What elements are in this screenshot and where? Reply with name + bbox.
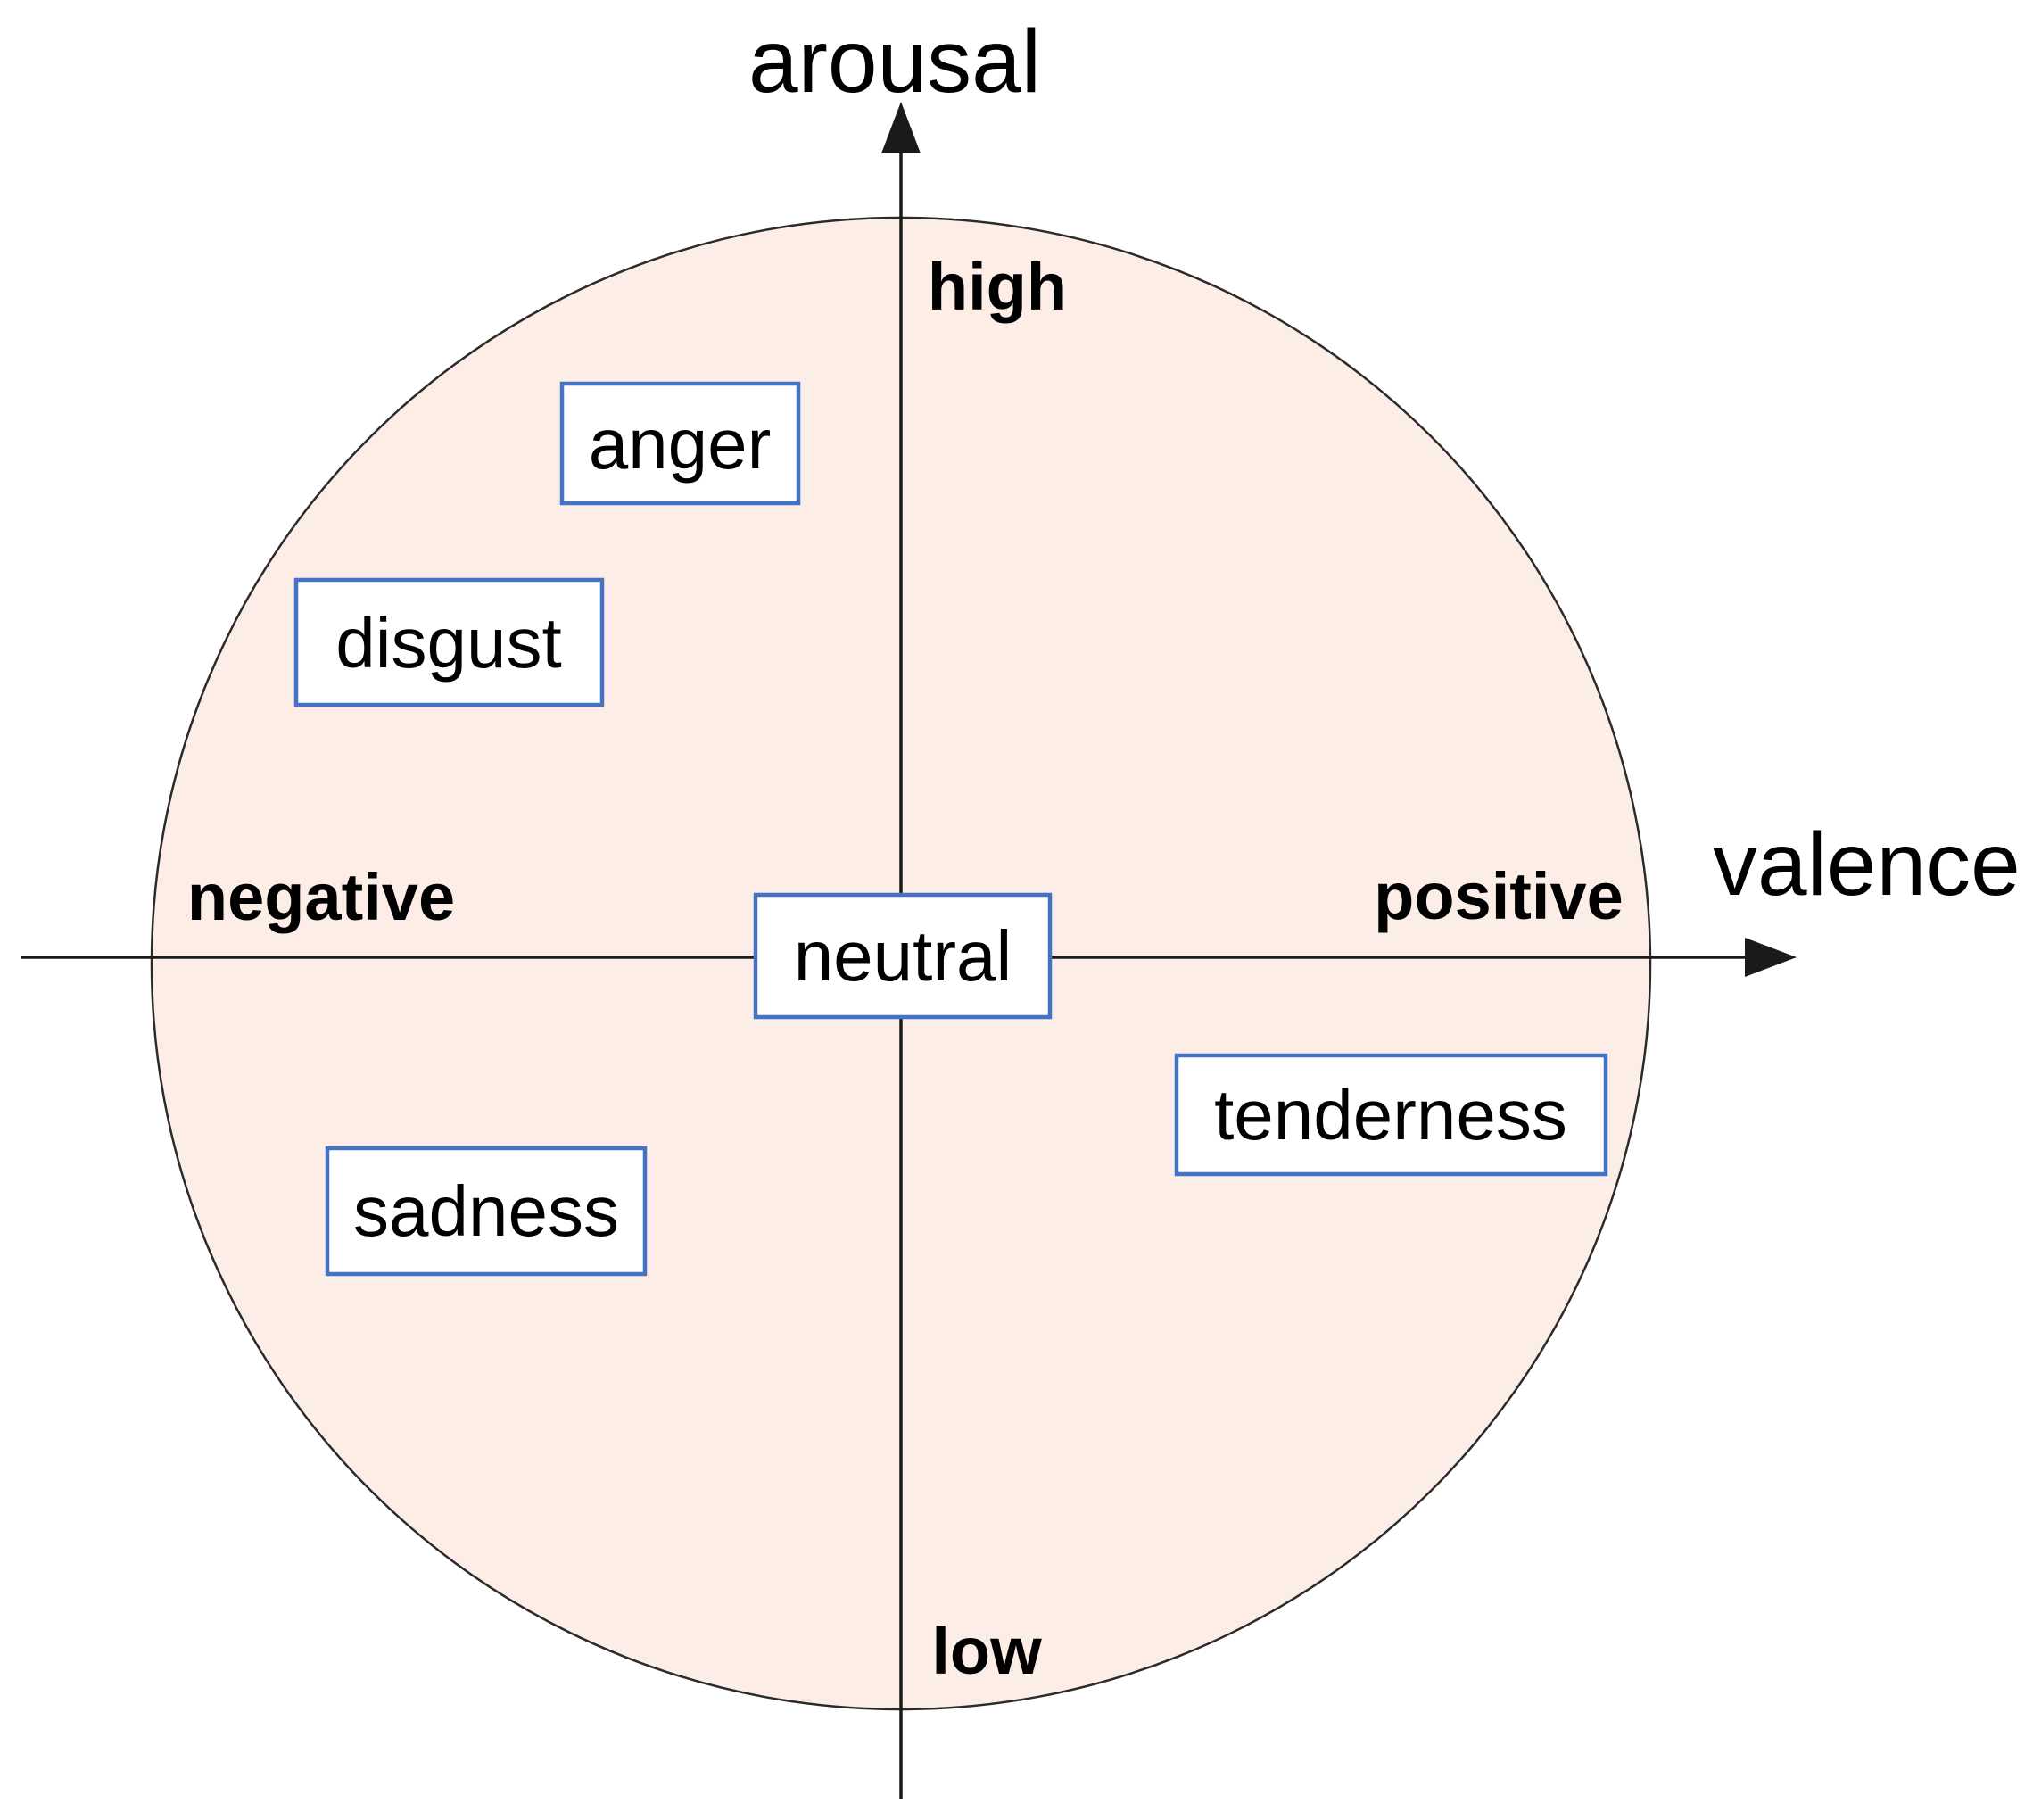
sadness-box [325, 1146, 648, 1277]
tenderness-label: tenderness [1214, 1075, 1567, 1154]
tenderness-box [1174, 1053, 1608, 1177]
arrow-up-icon [881, 102, 921, 153]
neutral-label: neutral [794, 916, 1012, 996]
sadness-label: sadness [353, 1171, 619, 1251]
emotion-box-sadness: sadness [325, 1146, 648, 1277]
neutral-box [753, 892, 1053, 1020]
arousal-high-label: high [928, 250, 1067, 324]
disgust-box [293, 577, 605, 707]
emotion-box-disgust: disgust [293, 577, 605, 707]
emotion-box-anger: anger [559, 381, 801, 506]
disgust-label: disgust [335, 603, 561, 682]
arousal-low-label: low [931, 1614, 1042, 1688]
valence-axis-label: valence [1713, 815, 2020, 914]
anger-box [559, 381, 801, 506]
valence-positive-label: positive [1374, 859, 1624, 933]
arousal-axis-label: arousal [748, 12, 1041, 112]
emotion-box-tenderness: tenderness [1174, 1053, 1608, 1177]
valence-negative-label: negative [187, 860, 455, 934]
anger-label: anger [589, 404, 772, 484]
emotion-box-neutral: neutral [753, 892, 1053, 1020]
arrow-right-icon [1745, 938, 1797, 977]
